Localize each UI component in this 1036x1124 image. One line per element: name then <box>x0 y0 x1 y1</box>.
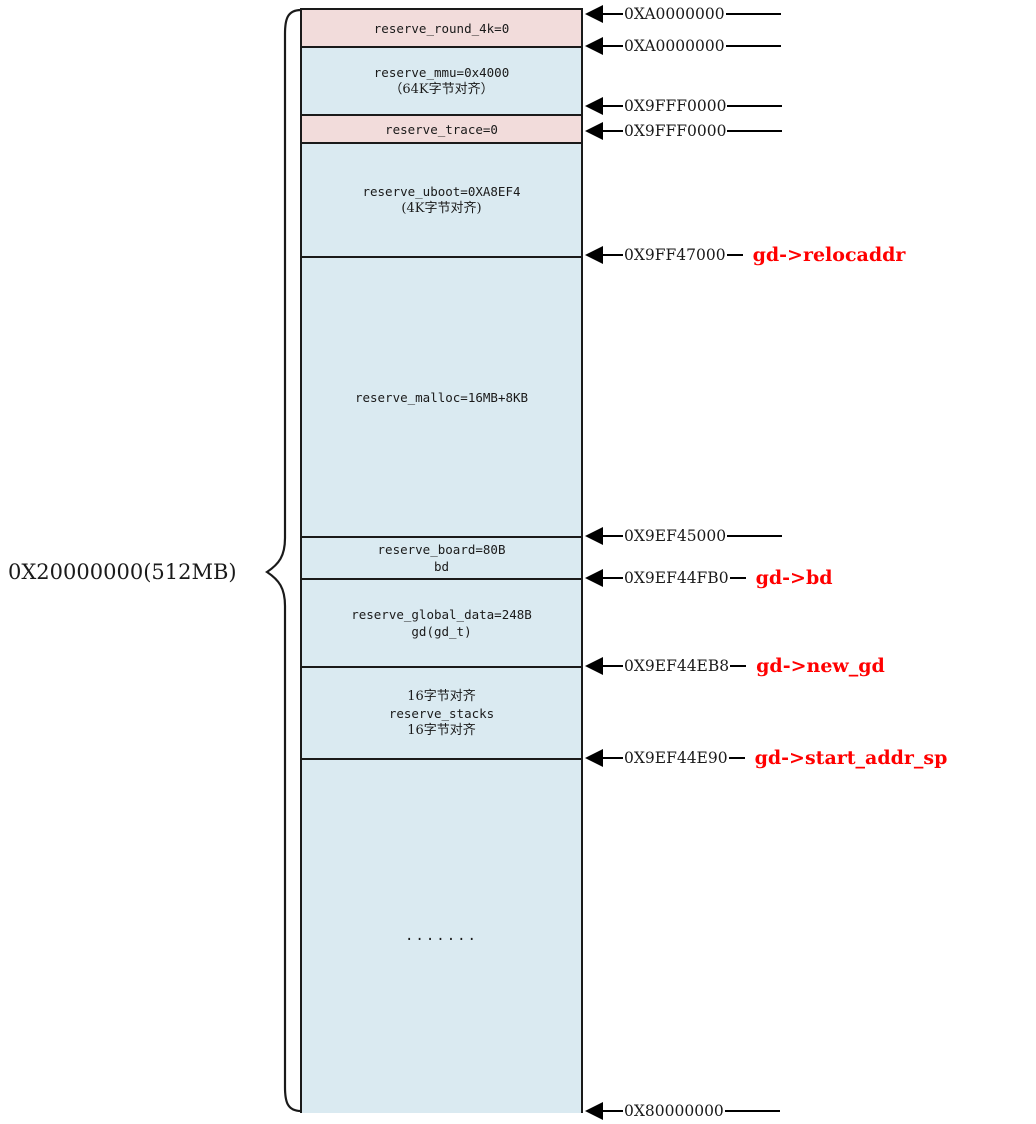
arrow-left-icon <box>585 97 603 115</box>
leader-line-segment <box>603 254 623 256</box>
arrow-left-icon <box>585 657 603 675</box>
address-value: 0X80000000 <box>624 1102 724 1120</box>
segment-label-line: reserve_stacks <box>388 705 495 721</box>
segment-label-line: reserve_mmu=0x4000 <box>373 65 510 80</box>
address-callout-addr-9ef44e90-start-addr-sp: 0X9EF44E90 gd->start_addr_sp <box>585 747 948 769</box>
address-value: 0X9FF47000 <box>624 246 726 264</box>
address-callout-addr-9fff0000-trace-bottom: 0X9FFF0000 <box>585 121 783 141</box>
address-value: 0X9FFF0000 <box>624 97 727 115</box>
address-value: 0XA0000000 <box>624 5 725 23</box>
leader-line-segment <box>603 757 623 759</box>
memory-segment-free-memory: ....... <box>302 760 581 1113</box>
segment-label-line: reserve_uboot=0XA8EF4 <box>362 184 521 199</box>
memory-segment-reserve_malloc: reserve_malloc=16MB+8KB <box>302 258 581 538</box>
leader-line-segment <box>603 1110 623 1112</box>
segment-label-line: reserve_malloc=16MB+8KB <box>354 389 529 405</box>
gd-pointer-annotation: gd->bd <box>755 567 833 589</box>
segment-label-line: bd <box>433 559 450 574</box>
arrow-left-icon <box>585 569 603 587</box>
arrow-left-icon <box>585 749 603 767</box>
memory-range-brace <box>255 8 303 1113</box>
memory-segment-reserve_global_data: reserve_global_data=248B gd(gd_t) <box>302 580 581 668</box>
address-value: 0X9EF44EB8 <box>624 657 730 675</box>
memory-segment-reserve_round_4k: reserve_round_4k=0 <box>302 10 581 48</box>
leader-line-segment <box>725 45 781 47</box>
address-callout-addr-9fff0000-trace-top: 0X9FFF0000 <box>585 96 783 116</box>
address-callout-addr-9ff47000-relocaddr: 0X9FF47000 gd->relocaddr <box>585 244 906 266</box>
address-callout-addr-80000000-bottom: 0X80000000 <box>585 1101 780 1121</box>
address-callout-addr-9ef45000-malloc-end: 0X9EF45000 <box>585 526 783 546</box>
leader-line-segment <box>725 13 781 15</box>
segment-label-line: （64K字节对齐） <box>389 82 494 97</box>
leader-line-segment <box>603 13 623 15</box>
address-value: 0X9FFF0000 <box>624 122 727 140</box>
gd-pointer-annotation: gd->start_addr_sp <box>754 747 948 769</box>
segment-label-line: reserve_global_data=248B <box>351 607 532 622</box>
address-value: 0X9EF45000 <box>624 527 727 545</box>
leader-line-segment <box>726 254 743 256</box>
leader-line-segment <box>603 665 623 667</box>
segment-label-line: reserve_trace=0 <box>385 121 498 137</box>
arrow-left-icon <box>585 122 603 140</box>
arrow-left-icon <box>585 1102 603 1120</box>
leader-line-segment <box>603 45 623 47</box>
total-memory-label: 0X20000000(512MB) <box>8 560 237 584</box>
leader-line-segment <box>730 665 747 667</box>
segment-label-line: reserve_board=80B <box>377 542 506 557</box>
address-callout-addr-a0000000-top: 0XA0000000 <box>585 4 781 24</box>
leader-line-segment <box>728 757 745 759</box>
arrow-left-icon <box>585 527 603 545</box>
memory-column: reserve_round_4k=0 reserve_mmu=0x4000 （64K… <box>300 8 583 1113</box>
address-value: 0X9EF44FB0 <box>624 569 729 587</box>
segment-label-line: ....... <box>404 928 478 944</box>
leader-line-segment <box>727 535 783 537</box>
gd-pointer-annotation: gd->relocaddr <box>752 244 906 266</box>
memory-segment-reserve_trace: reserve_trace=0 <box>302 116 581 144</box>
segment-label-line: 16字节对齐 <box>407 688 476 704</box>
leader-line-segment <box>727 105 783 107</box>
brace-icon <box>265 8 302 1113</box>
address-callout-addr-a0000000-mmu: 0XA0000000 <box>585 36 781 56</box>
leader-line-segment <box>603 535 623 537</box>
leader-line-segment <box>724 1110 780 1112</box>
memory-segment-reserve_uboot: reserve_uboot=0XA8EF4 (4K字节对齐) <box>302 144 581 258</box>
segment-label-line: gd(gd_t) <box>411 624 472 639</box>
leader-line-segment <box>603 130 623 132</box>
leader-line-segment <box>603 577 623 579</box>
gd-pointer-annotation: gd->new_gd <box>756 655 885 677</box>
segment-label-line: 16字节对齐 <box>407 722 476 738</box>
address-value: 0X9EF44E90 <box>624 749 728 767</box>
arrow-left-icon <box>585 37 603 55</box>
leader-line-segment <box>727 130 783 132</box>
address-callout-addr-9ef44fb0-bd: 0X9EF44FB0 gd->bd <box>585 567 833 589</box>
leader-line-segment <box>729 577 746 579</box>
leader-line-segment <box>603 105 623 107</box>
segment-label-line: (4K字节对齐) <box>401 201 482 216</box>
arrow-left-icon <box>585 5 603 23</box>
memory-segment-reserve_mmu: reserve_mmu=0x4000 （64K字节对齐） <box>302 48 581 116</box>
address-value: 0XA0000000 <box>624 37 725 55</box>
segment-label-line: reserve_round_4k=0 <box>373 20 510 36</box>
address-callout-addr-9ef44eb8-new-gd: 0X9EF44EB8 gd->new_gd <box>585 655 885 677</box>
arrow-left-icon <box>585 246 603 264</box>
